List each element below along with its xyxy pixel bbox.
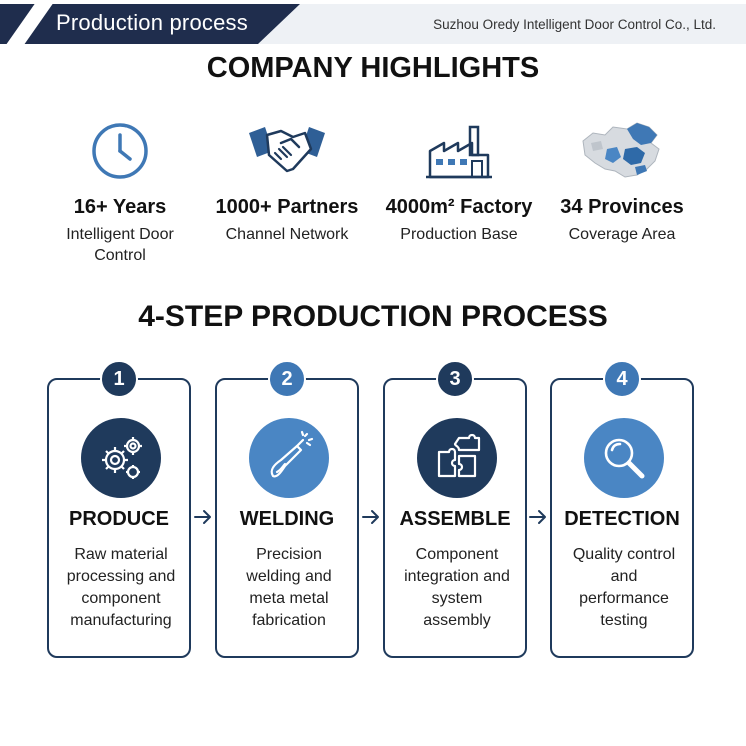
process-title: 4-STEP PRODUCTION PROCESS bbox=[138, 300, 608, 333]
highlights-title: COMPANY HIGHLIGHTS bbox=[206, 52, 540, 84]
highlight-partners: 1000+ Partners Channel Network bbox=[202, 118, 372, 245]
step-desc-line: and bbox=[610, 568, 638, 585]
step-desc-line: component bbox=[81, 590, 161, 607]
step-card-welding: WELDING Precision welding and meta metal… bbox=[215, 378, 359, 658]
step-desc-line: Component bbox=[415, 546, 499, 563]
highlight-value: 1000+ Partners bbox=[215, 196, 359, 218]
highlight-factory: 4000m² Factory Production Base bbox=[374, 118, 544, 245]
highlight-desc-line1: Production Base bbox=[400, 226, 518, 243]
step-desc-line: testing bbox=[600, 612, 648, 629]
china-map-icon bbox=[537, 118, 707, 184]
step-description: Component integration and system assembl… bbox=[389, 544, 525, 632]
highlight-value: 34 Provinces bbox=[560, 196, 684, 218]
highlight-desc-line1: Coverage Area bbox=[568, 226, 676, 243]
step-name: DETECTION bbox=[564, 508, 680, 530]
company-name: Suzhou Oredy Intelligent Door Control Co… bbox=[433, 17, 716, 32]
step-description: Precision welding and meta metal fabrica… bbox=[221, 544, 357, 632]
step-description: Raw material processing and component ma… bbox=[53, 544, 189, 632]
magnifier-icon bbox=[584, 418, 664, 498]
step-desc-line: fabrication bbox=[252, 612, 326, 629]
step-desc-line: manufacturing bbox=[70, 612, 172, 629]
step-desc-line: Precision bbox=[256, 546, 322, 563]
step-number-badge: 4 bbox=[603, 360, 641, 398]
step-desc-line: Raw material bbox=[74, 546, 168, 563]
step-card-assemble: ASSEMBLE Component integration and syste… bbox=[383, 378, 527, 658]
arrow-right-icon bbox=[362, 510, 379, 524]
highlight-desc-line2: Control bbox=[94, 247, 146, 264]
puzzle-icon bbox=[417, 418, 497, 498]
highlight-years: 16+ Years Intelligent Door Control bbox=[35, 118, 205, 266]
step-desc-line: processing and bbox=[66, 568, 176, 585]
step-desc-line: assembly bbox=[423, 612, 491, 629]
step-name: ASSEMBLE bbox=[399, 508, 511, 530]
highlight-desc-line1: Channel Network bbox=[225, 226, 349, 243]
step-number-badge: 2 bbox=[268, 360, 306, 398]
step-desc-line: system bbox=[431, 590, 483, 607]
highlight-value: 4000m² Factory bbox=[385, 196, 533, 218]
step-description: Quality control and performance testing bbox=[556, 544, 692, 632]
gears-icon bbox=[81, 418, 161, 498]
arrow-right-icon bbox=[529, 510, 546, 524]
step-name: WELDING bbox=[239, 508, 335, 530]
banner-title-panel bbox=[0, 4, 300, 44]
step-number-badge: 1 bbox=[100, 360, 138, 398]
step-card-detection: DETECTION Quality control and performanc… bbox=[550, 378, 694, 658]
factory-icon bbox=[374, 118, 544, 184]
welding-torch-icon bbox=[249, 418, 329, 498]
banner-title: Production process bbox=[56, 10, 248, 35]
step-card-produce: PRODUCE Raw material processing and comp… bbox=[47, 378, 191, 658]
step-number-badge: 3 bbox=[436, 360, 474, 398]
arrow-right-icon bbox=[194, 510, 211, 524]
highlight-desc-line1: Intelligent Door bbox=[66, 226, 174, 243]
highlight-provinces: 34 Provinces Coverage Area bbox=[537, 118, 707, 245]
clock-icon bbox=[35, 118, 205, 184]
step-desc-line: Quality control bbox=[572, 546, 676, 563]
step-name: PRODUCE bbox=[68, 508, 169, 530]
highlight-value: 16+ Years bbox=[73, 196, 167, 218]
step-desc-line: welding and bbox=[246, 568, 332, 585]
step-desc-line: meta metal bbox=[249, 590, 329, 607]
step-desc-line: integration and bbox=[404, 568, 510, 585]
step-desc-line: performance bbox=[579, 590, 669, 607]
header-banner: Production process Suzhou Oredy Intellig… bbox=[0, 0, 746, 44]
handshake-icon bbox=[202, 118, 372, 184]
